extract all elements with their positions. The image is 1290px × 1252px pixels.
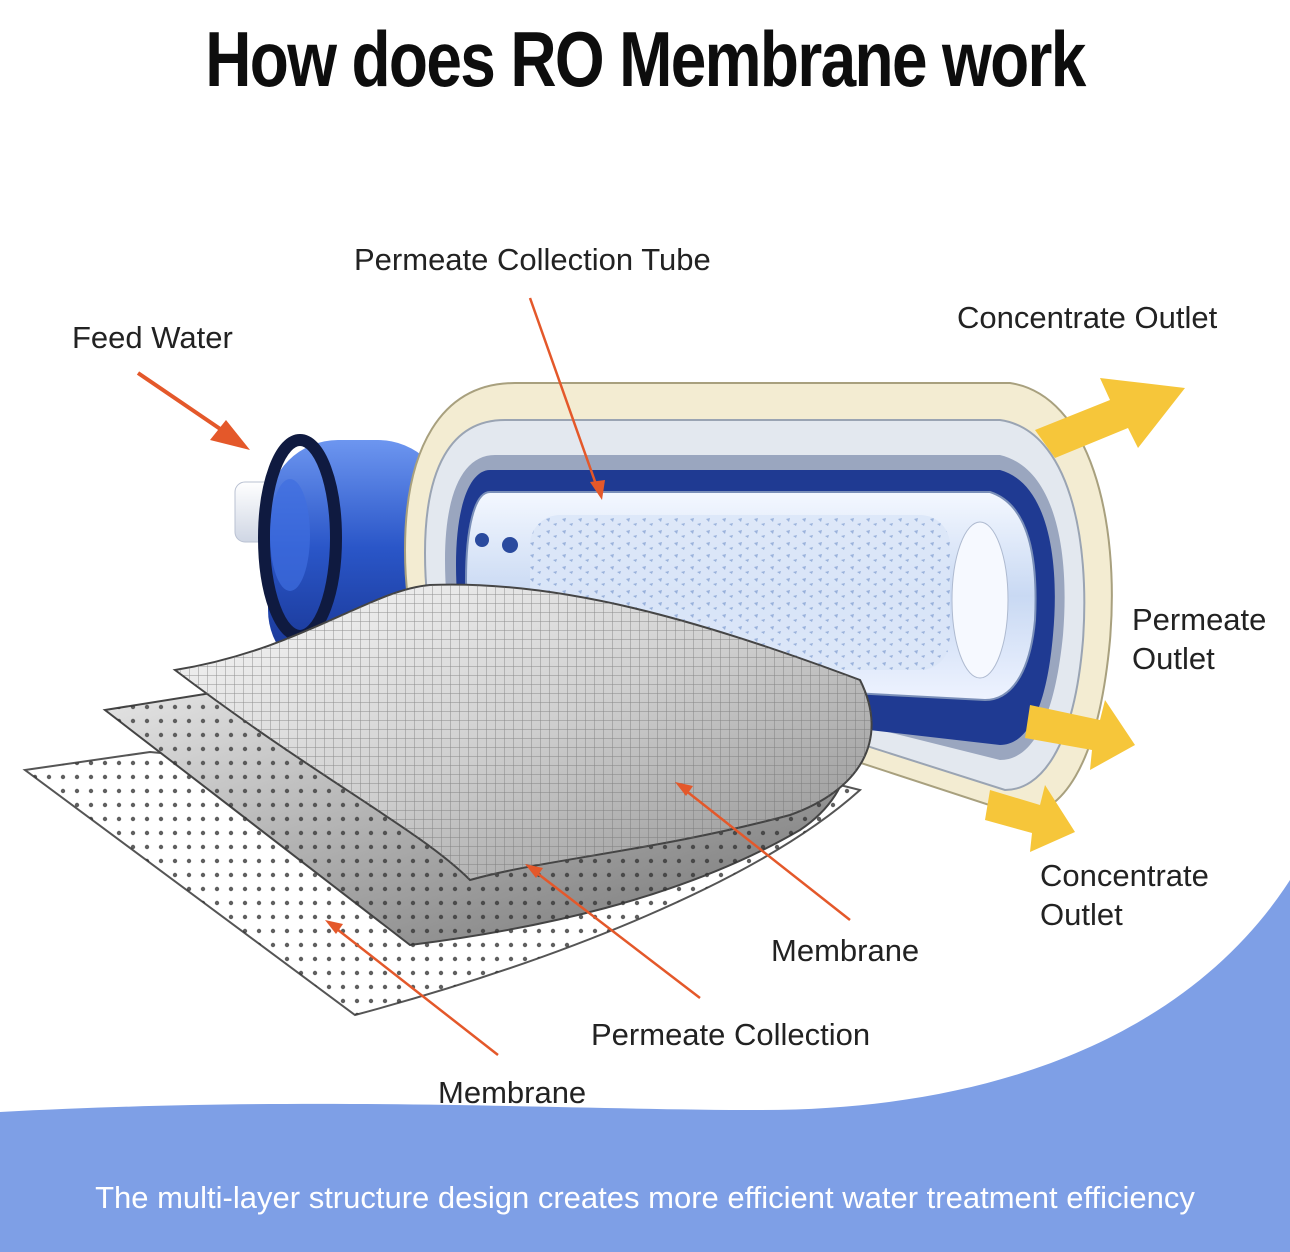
permeate-collection-pointer (532, 869, 701, 999)
concentrate-outlet-label-bottom-line1: Concentrate (1040, 858, 1209, 893)
bottom-wave (0, 880, 1290, 1252)
membrane-upper-pointer (684, 789, 851, 921)
outlet-arrows (985, 378, 1185, 852)
feed-water-label: Feed Water (72, 320, 233, 355)
concentrate-outlet-label-top: Concentrate Outlet (957, 300, 1218, 335)
membrane-sheets (22, 583, 873, 1017)
footer-caption: The multi-layer structure design creates… (95, 1180, 1195, 1215)
concentrate-outlet-label-bottom-line2: Outlet (1040, 897, 1123, 932)
membrane-label-upper: Membrane (771, 933, 920, 968)
membrane-lower-pointer (332, 925, 499, 1056)
concentrate-outlet-arrow-top (1035, 378, 1185, 458)
permeate-tube-pointer (528, 297, 600, 491)
permeate-outlet-arrow (1025, 700, 1135, 770)
permeate-outlet-label-line2: Outlet (1132, 641, 1215, 676)
page-title: How does RO Membrane work (205, 15, 1086, 103)
membrane-label-lower: Membrane (438, 1075, 587, 1110)
permeate-collection-tube-label: Permeate Collection Tube (354, 242, 711, 277)
permeate-collection-label: Permeate Collection (591, 1017, 871, 1052)
pointer-arrows (136, 297, 851, 1056)
feed-water-arrow (136, 371, 234, 439)
concentrate-outlet-arrow-bottom (985, 785, 1075, 852)
permeate-outlet-label-line1: Permeate (1132, 602, 1267, 637)
